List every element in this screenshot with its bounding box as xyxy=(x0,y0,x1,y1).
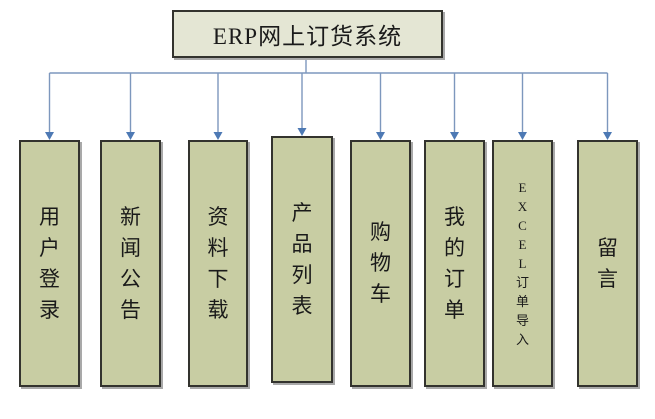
node-label: 用户登录 xyxy=(39,204,60,322)
arrowhead-icon xyxy=(297,128,307,136)
node-product-list: 产品列表 xyxy=(271,136,333,383)
arrowhead-icon xyxy=(603,132,612,140)
node-news-announcements: 新闻公告 xyxy=(100,140,161,387)
node-label: 我的订单 xyxy=(444,204,465,322)
node-label: 购物车 xyxy=(370,220,391,306)
arrowhead-icon xyxy=(376,132,385,140)
node-user-login: 用户登录 xyxy=(19,140,80,387)
node-label: 产品列表 xyxy=(291,200,313,318)
node-my-orders: 我的订单 xyxy=(424,140,485,387)
node-material-download: 资料下载 xyxy=(188,140,248,387)
root-node-erp-system: ERP网上订货系统 xyxy=(172,10,443,58)
node-message-board: 留言 xyxy=(577,140,638,387)
arrowhead-icon xyxy=(213,132,223,140)
node-label: 留言 xyxy=(597,235,618,291)
diagram-title: ERP网上订货系统 xyxy=(212,24,403,49)
node-shopping-cart: 购物车 xyxy=(350,140,411,387)
arrowhead-icon xyxy=(518,132,527,140)
arrowhead-icon xyxy=(450,132,459,140)
arrowhead-icon xyxy=(45,132,54,140)
arrowhead-icon xyxy=(126,132,135,140)
node-label: 资料下载 xyxy=(207,204,229,322)
node-label: 新闻公告 xyxy=(120,204,141,322)
